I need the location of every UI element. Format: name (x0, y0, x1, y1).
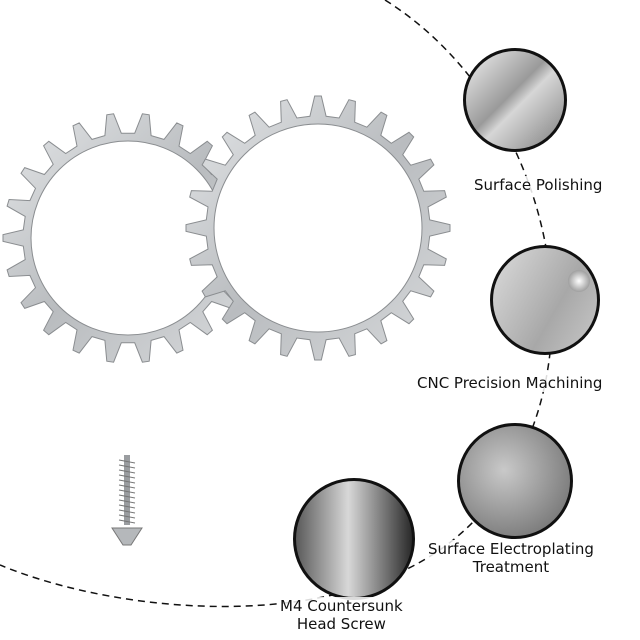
gear-ring-left (2, 113, 254, 363)
screw-icon (111, 455, 143, 546)
screw-label: M4 Countersunk Head Screw (280, 597, 403, 633)
electroplating-label-line1: Surface Electroplating (428, 540, 594, 558)
screw-label-line2: Head Screw (296, 615, 386, 633)
electroplating-label-line2: Treatment (472, 558, 550, 576)
electroplating-label: Surface Electroplating Treatment (428, 540, 594, 576)
cnc-label: CNC Precision Machining (417, 374, 603, 392)
screw-label-line1: M4 Countersunk (280, 597, 403, 615)
electroplating-detail-image (457, 423, 573, 539)
screw-detail-image (293, 478, 415, 600)
cnc-detail-image (490, 245, 600, 355)
polishing-label: Surface Polishing (474, 176, 603, 194)
polishing-detail-image (463, 48, 567, 152)
gear-ring-right (185, 95, 451, 361)
dashed-guide-arc (0, 0, 553, 608)
